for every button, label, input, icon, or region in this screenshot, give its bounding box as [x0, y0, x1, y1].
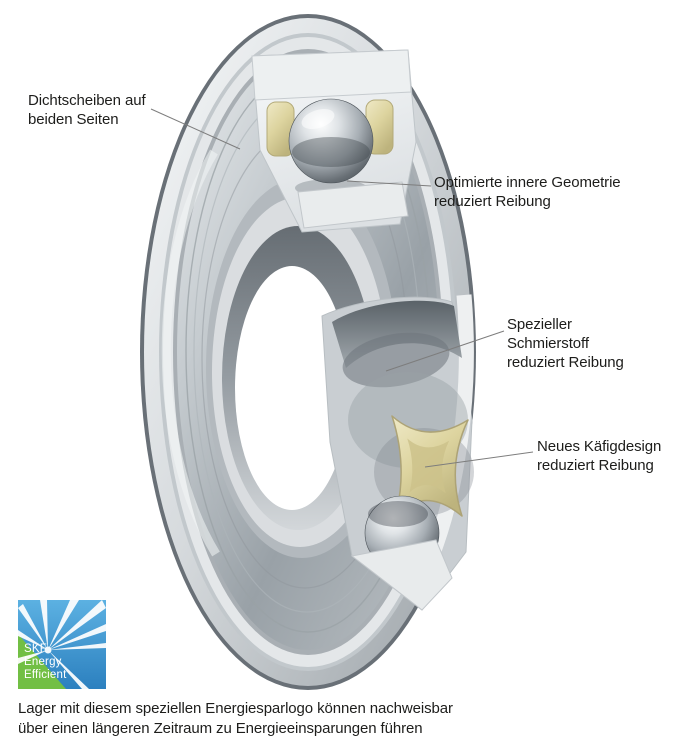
annotation-seals: Dichtscheiben auf beiden Seiten — [28, 92, 146, 128]
leader-lines — [150, 108, 534, 468]
logo-green-triangle — [18, 634, 66, 689]
leader-line-geometry — [346, 180, 432, 187]
leader-line-seals — [150, 108, 241, 150]
energy-efficient-logo-art — [18, 600, 106, 689]
annotation-lubricant: Spezieller Schmierstoff reduziert Reibun… — [507, 316, 624, 371]
logo-text-line3: Efficient — [24, 669, 67, 682]
logo-text-line1: SKF — [24, 643, 47, 655]
logo-text: SKF Energy Efficient — [24, 643, 67, 683]
leader-line-lubricant — [385, 330, 505, 372]
top-cutaway-section — [251, 49, 417, 233]
energy-efficient-logo: SKF Energy Efficient — [18, 600, 106, 689]
right-cutaway-section — [321, 294, 474, 611]
caption-text: Lager mit diesem speziellen Energiesparl… — [18, 700, 453, 737]
starburst-icon — [18, 600, 106, 689]
annotation-inner-geometry: Optimierte innere Geometrie reduziert Re… — [434, 174, 621, 210]
annotation-cage-design: Neues Käfigdesign reduziert Reibung — [537, 438, 662, 474]
logo-text-line2: Energy — [24, 656, 62, 669]
leader-line-cage — [424, 451, 534, 468]
